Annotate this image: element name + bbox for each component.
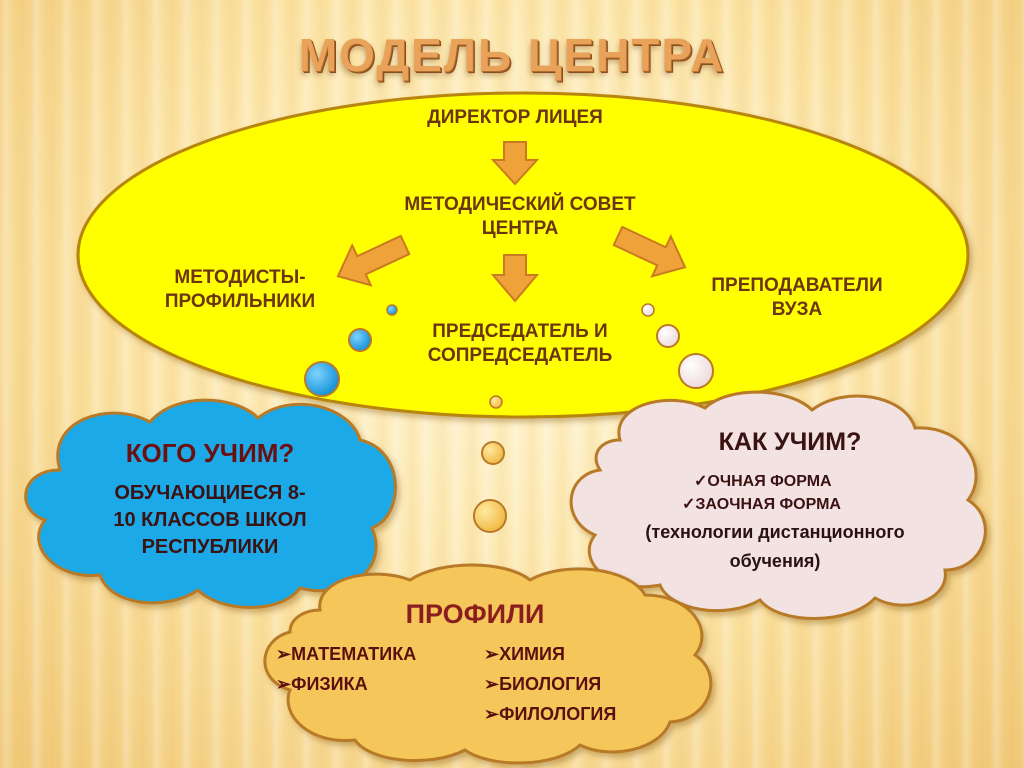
methodists-label: МЕТОДИСТЫ- ПРОФИЛЬНИКИ bbox=[120, 266, 360, 314]
who-line2: 10 КЛАССОВ ШКОЛ bbox=[113, 509, 307, 531]
blue-cloud bbox=[24, 398, 397, 609]
how-item: ✓ОЧНАЯ ФОРМА bbox=[694, 471, 832, 491]
profile-label: МАТЕМАТИКА bbox=[291, 644, 417, 664]
arrow-bullet-icon: ➢ bbox=[276, 674, 292, 694]
thought-bubble bbox=[656, 324, 680, 348]
check-icon: ✓ bbox=[694, 473, 708, 490]
arrow-bullet-icon: ➢ bbox=[484, 644, 500, 664]
arrow-left-icon bbox=[336, 234, 411, 287]
profile-item: ➢БИОЛОГИЯ bbox=[484, 674, 601, 695]
page-title: МОДЕЛЬ ЦЕНТРА bbox=[298, 29, 726, 81]
arrow-bullet-icon: ➢ bbox=[484, 704, 500, 724]
thought-bubble bbox=[641, 303, 655, 317]
arrow-bullet-icon: ➢ bbox=[484, 674, 500, 694]
profile-label: ФИЗИКА bbox=[291, 674, 368, 694]
pink-cloud bbox=[569, 390, 987, 620]
teachers-label: ПРЕПОДАВАТЕЛИ ВУЗА bbox=[672, 274, 922, 322]
who-title: КОГО УЧИМ? bbox=[125, 438, 295, 468]
arrow-down-icon bbox=[490, 254, 540, 303]
director-text: ДИРЕКТОР ЛИЦЕЯ bbox=[427, 107, 603, 128]
arrow-right-icon bbox=[612, 225, 687, 278]
director-label: ДИРЕКТОР ЛИЦЕЯ bbox=[0, 106, 1024, 130]
how-item-label: ОЧНАЯ ФОРМА bbox=[707, 473, 832, 490]
who-line1: ОБУЧАЮЩИЕСЯ 8- bbox=[114, 482, 306, 504]
teachers-line2: ВУЗА bbox=[771, 298, 823, 320]
chair-line1: ПРЕДСЕДАТЕЛЬ И bbox=[432, 321, 608, 342]
thought-bubble bbox=[489, 395, 503, 409]
how-title: КАК УЧИМ? bbox=[718, 428, 862, 456]
how-note: (технологии дистанционного обучения) bbox=[580, 518, 970, 576]
thought-bubble bbox=[678, 353, 714, 389]
thought-bubble bbox=[348, 328, 372, 352]
chair-label: ПРЕДСЕДАТЕЛЬ И СОПРЕДСЕДАТЕЛЬ bbox=[385, 320, 655, 368]
profile-item: ➢ХИМИЯ bbox=[484, 644, 565, 665]
who-line3: РЕСПУБЛИКИ bbox=[141, 536, 279, 558]
how-note-line2: обучения) bbox=[729, 550, 821, 571]
profiles-title: ПРОФИЛИ bbox=[405, 599, 545, 629]
profile-item: ➢ФИЗИКА bbox=[276, 674, 368, 695]
profile-label: ХИМИЯ bbox=[499, 644, 565, 664]
how-item: ✓ЗАОЧНАЯ ФОРМА bbox=[682, 494, 841, 514]
arrow-bullet-icon: ➢ bbox=[276, 644, 292, 664]
check-icon: ✓ bbox=[682, 496, 696, 513]
thought-bubble bbox=[304, 361, 340, 397]
profile-label: ФИЛОЛОГИЯ bbox=[499, 704, 617, 724]
methodists-line1: МЕТОДИСТЫ- bbox=[174, 267, 306, 288]
council-line1: МЕТОДИЧЕСКИЙ СОВЕТ bbox=[404, 194, 636, 215]
teachers-line1: ПРЕПОДАВАТЕЛИ bbox=[711, 275, 883, 296]
orange-cloud bbox=[263, 563, 713, 765]
thought-bubble bbox=[473, 499, 507, 533]
chair-line2: СОПРЕДСЕДАТЕЛЬ bbox=[427, 344, 613, 366]
how-item-label: ЗАОЧНАЯ ФОРМА bbox=[695, 496, 841, 513]
profile-item: ➢ФИЛОЛОГИЯ bbox=[484, 704, 616, 725]
thought-bubble bbox=[481, 441, 505, 465]
council-line2: ЦЕНТРА bbox=[481, 217, 559, 239]
how-note-line1: (технологии дистанционного bbox=[645, 522, 905, 542]
who-text: ОБУЧАЮЩИЕСЯ 8- 10 КЛАССОВ ШКОЛ РЕСПУБЛИК… bbox=[55, 480, 365, 561]
thought-bubble bbox=[386, 304, 398, 316]
council-label: МЕТОДИЧЕСКИЙ СОВЕТ ЦЕНТРА bbox=[0, 193, 1024, 241]
arrow-down-icon bbox=[490, 141, 540, 186]
profile-item: ➢МАТЕМАТИКА bbox=[276, 644, 416, 665]
methodists-line2: ПРОФИЛЬНИКИ bbox=[164, 290, 316, 312]
profile-label: БИОЛОГИЯ bbox=[499, 674, 602, 694]
